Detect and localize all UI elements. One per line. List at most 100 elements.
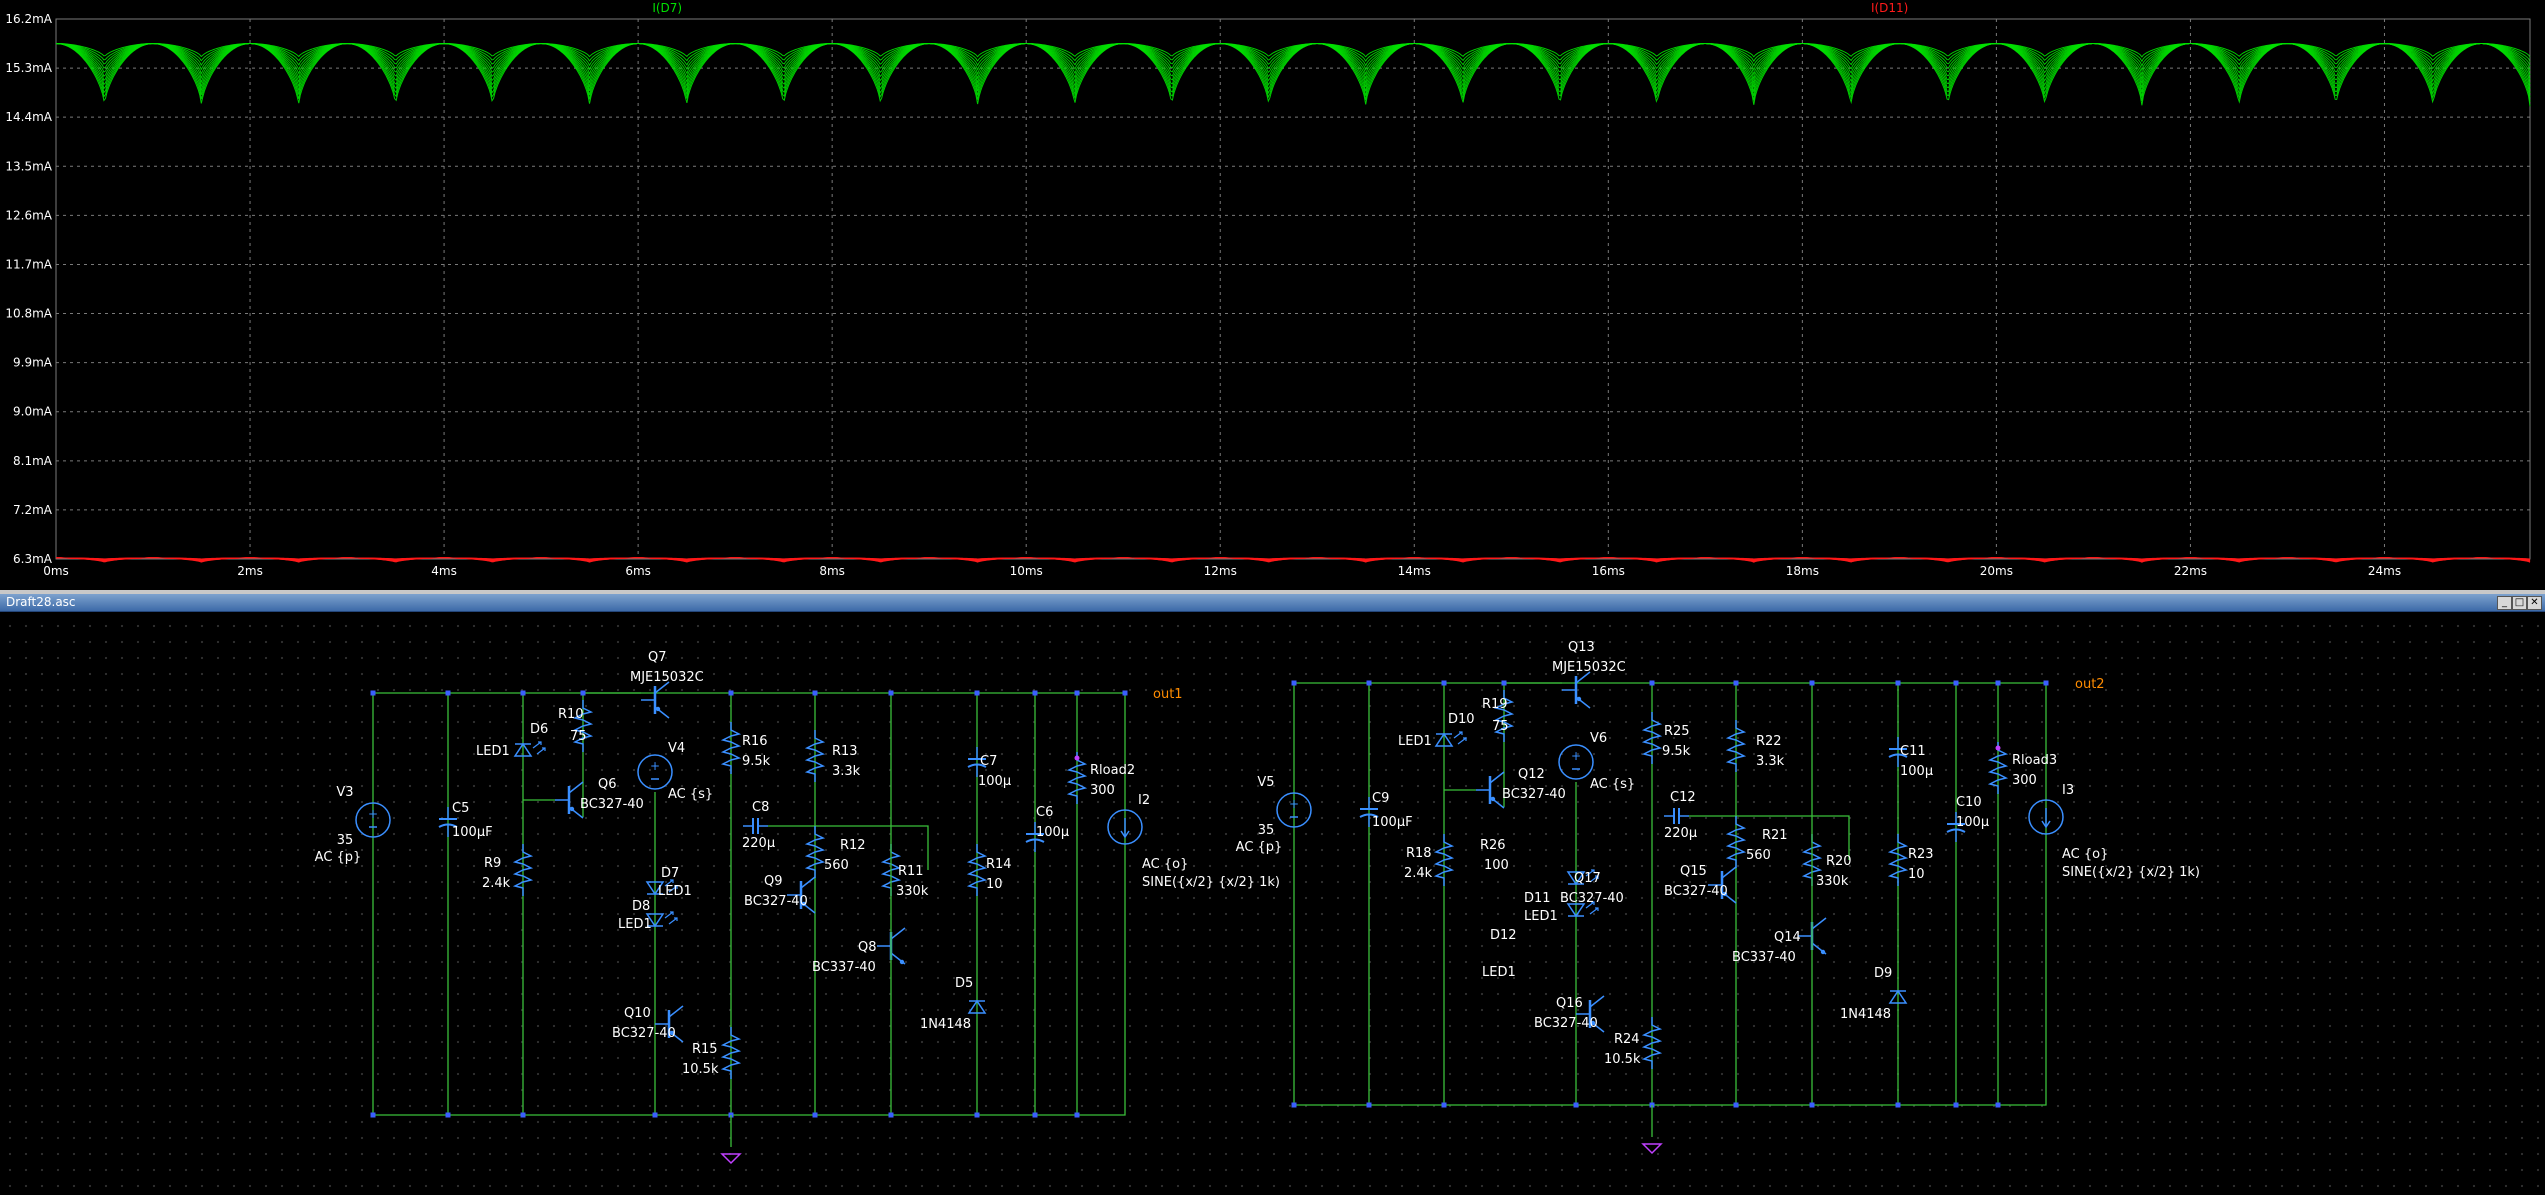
c2-r-sense (1887, 834, 1909, 886)
component-label: Q14 (1774, 930, 1801, 945)
led-rays (670, 911, 678, 921)
transistor-lead (1489, 771, 1505, 784)
component-label: out2 (2075, 677, 2105, 692)
component-label: D8 (632, 899, 650, 914)
c1-input-capacitor (438, 807, 458, 837)
ground-symbol (720, 1153, 742, 1165)
maximize-button[interactable]: □ (2512, 596, 2527, 610)
component-label: 300 (1090, 783, 1115, 798)
component-label: R21 (1762, 828, 1788, 843)
transistor-lead (1589, 995, 1605, 1008)
component-label: Q12 (1518, 767, 1545, 782)
c1-bulk-cap (1025, 822, 1045, 852)
junction-dot (1291, 1102, 1297, 1108)
component-label: R19 (1482, 697, 1508, 712)
close-button[interactable]: ✕ (2527, 596, 2542, 610)
waveform-plot[interactable]: 16.2mA15.3mA14.4mA13.5mA12.6mA11.7mA10.8… (0, 0, 2545, 590)
transistor-arrow (1490, 796, 1496, 802)
x-tick-label: 8ms (819, 564, 845, 578)
probe-marker (1074, 755, 1080, 761)
trace-label: I(D11) (1871, 1, 1908, 15)
trace-id11-line (56, 557, 2531, 563)
c2-pass-transistor (1562, 671, 1591, 709)
component-label: 35 (337, 833, 354, 848)
schematic-window-titlebar[interactable]: Draft28.asc _ □ ✕ (0, 594, 2545, 612)
component-label: R11 (898, 864, 924, 879)
trace-id7-line (55, 43, 2531, 102)
junction-dot (652, 1112, 658, 1118)
component-label: 10 (986, 877, 1003, 892)
transistor-lead (568, 781, 584, 794)
source-circle (1558, 744, 1594, 780)
trace-id7-line (55, 43, 2531, 67)
component-label: V5 (1257, 775, 1274, 790)
component-label: BC337-40 (1732, 950, 1796, 965)
c1-q-current-src (655, 1005, 684, 1043)
c2-vsource: + (1276, 792, 1312, 828)
component-label: D7 (661, 866, 679, 881)
minimize-button[interactable]: _ (2497, 596, 2512, 610)
x-tick-label: 20ms (1980, 564, 2013, 578)
component-label: V3 (336, 785, 353, 800)
c1-r-emitter (572, 700, 594, 752)
component-label: Q10 (624, 1006, 651, 1021)
x-tick-label: 2ms (237, 564, 263, 578)
c2-output-cap (1888, 737, 1908, 767)
diode-triangle (1434, 732, 1454, 747)
junction-dot (1809, 680, 1815, 686)
trace-id7-line (55, 43, 2531, 77)
trace-id7-line (55, 43, 2531, 89)
resistor-symbol (804, 730, 826, 782)
component-label: C10 (1956, 795, 1982, 810)
component-label: D6 (530, 722, 548, 737)
component-label: R9 (484, 856, 501, 871)
component-label: D12 (1490, 928, 1517, 943)
led-rays (1591, 869, 1599, 879)
c2-r-bottom (1641, 1017, 1663, 1069)
cap-plate (1359, 813, 1379, 818)
transistor-arrow (1820, 949, 1826, 955)
junction-dot (1501, 680, 1507, 686)
pane-divider[interactable] (0, 590, 2545, 594)
component-label: Rload3 (2012, 753, 2057, 768)
junction-dot (728, 690, 734, 696)
component-label: 2.4k (482, 876, 511, 891)
c1-signal-diode (967, 999, 987, 1014)
c2-v-aux: + (1558, 744, 1594, 780)
c2-bulk-cap (1946, 812, 1966, 842)
c1-load-current-source (1107, 809, 1143, 845)
junction-dot (1366, 1102, 1372, 1108)
component-label: 75 (570, 729, 587, 744)
component-label: D10 (1448, 712, 1475, 727)
led-rays (1585, 869, 1599, 883)
probe-marker (1995, 745, 2001, 751)
component-label: SINE({x/2} {x/2} 1k) (1142, 875, 1280, 890)
junction-dot (1995, 1102, 2001, 1108)
resistor-symbol (1725, 720, 1747, 772)
ground-symbol (1641, 1143, 1663, 1155)
led-rays (1459, 731, 1467, 741)
transistor-arrow (669, 1030, 675, 1036)
junction-dot (1953, 680, 1959, 686)
component-label: R18 (1406, 846, 1432, 861)
component-label: V6 (1590, 731, 1607, 746)
component-label: R24 (1614, 1032, 1640, 1047)
c2-r-emitter-amp (1725, 816, 1747, 868)
junction-dot (1809, 1102, 1815, 1108)
component-label: LED1 (618, 917, 652, 932)
component-label: AC {o} (2062, 847, 2108, 862)
c1-q-driver (555, 781, 584, 819)
resistor-symbol (720, 1027, 742, 1079)
resistor-symbol (966, 844, 988, 896)
cap-plate (1025, 838, 1045, 843)
component-label: AC {s} (668, 787, 713, 802)
resistor-symbol (1887, 834, 1909, 886)
component-label: BC327-40 (1534, 1016, 1598, 1031)
y-tick-label: 9.0mA (13, 405, 53, 419)
trace-id7-line (55, 43, 2531, 72)
resistor-symbol (1987, 742, 2009, 794)
junction-dot (1032, 690, 1038, 696)
